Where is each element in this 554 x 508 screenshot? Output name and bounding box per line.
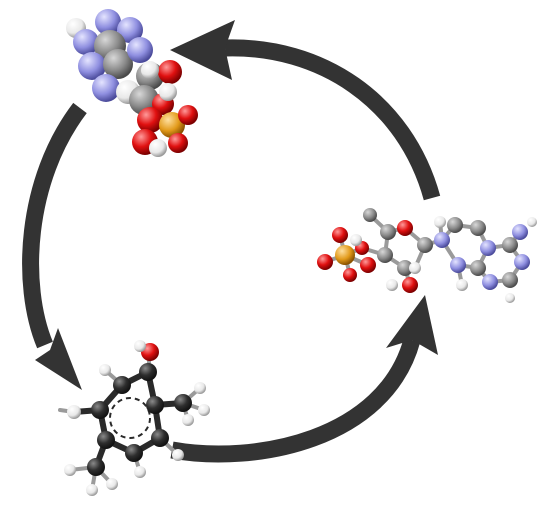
cycle-arrow-bottom-to-right [170, 295, 438, 463]
space-filling-molecule-icon [66, 9, 198, 157]
aromatic-ring-molecule-icon [58, 340, 210, 496]
cycle-arrow-top-to-bottom [22, 102, 87, 390]
ball-and-stick-molecule-icon [317, 208, 537, 303]
cycle-arrow-right-to-top [170, 20, 441, 201]
